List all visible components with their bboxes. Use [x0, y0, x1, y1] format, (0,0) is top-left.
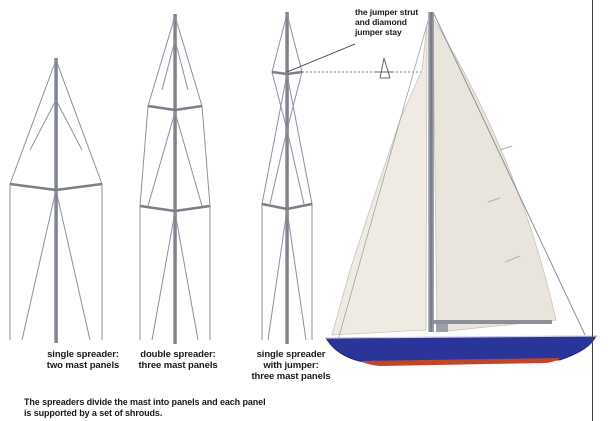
mast-single-spreader	[9, 58, 103, 343]
spreader-right-3	[286, 202, 313, 211]
mast-2	[173, 14, 177, 344]
upper-spreader-right	[174, 104, 203, 112]
mainsail	[331, 23, 428, 336]
jumper-diamond-icon	[375, 57, 393, 79]
label-line: and diamond	[355, 17, 407, 27]
label-single-jumper: single spreader with jumper: three mast …	[236, 349, 346, 382]
mast-double-spreader	[139, 14, 211, 344]
sailboat	[325, 12, 597, 366]
caption-line: The spreaders divide the mast into panel…	[24, 397, 266, 407]
caption-line: is supported by a set of shrouds.	[24, 408, 163, 418]
jumper-strut-left	[271, 70, 288, 76]
label-line: jumper stay	[355, 27, 402, 37]
label-line: the jumper strut	[355, 7, 419, 17]
label-single-spreader: single spreader: two mast panels	[28, 349, 138, 371]
lower-spreader-left	[139, 204, 176, 213]
right-border-rule	[592, 0, 593, 421]
jumper-strut-right	[286, 70, 303, 76]
label-line: double spreader:	[140, 349, 216, 360]
cap-shroud-left-1	[9, 59, 57, 185]
sailboat-mast	[428, 12, 434, 332]
label-line: three mast panels	[138, 360, 218, 371]
jumper-callout	[286, 43, 430, 79]
forestay	[433, 13, 586, 336]
label-line: two mast panels	[46, 360, 120, 371]
spreader-left-3	[261, 202, 288, 211]
lower-spreader-right	[174, 204, 211, 213]
label-double-spreader: double spreader: three mast panels	[123, 349, 233, 371]
upper-spreader-left	[147, 104, 176, 112]
label-line: single spreader	[256, 349, 326, 360]
boom	[432, 320, 552, 324]
spreader-right-1	[55, 182, 103, 192]
mast-single-jumper	[261, 12, 313, 344]
jib	[432, 16, 557, 333]
figure-caption: The spreaders divide the mast into panel…	[24, 397, 284, 419]
backstay	[337, 13, 431, 341]
boot-stripe	[360, 358, 560, 366]
spreader-left-1	[9, 182, 57, 192]
cap-shroud-right-1	[55, 59, 103, 185]
label-line: with jumper:	[263, 360, 319, 371]
label-jumper-strut: the jumper strut and diamond jumper stay	[355, 7, 435, 37]
mast-1	[54, 58, 58, 343]
label-line: single spreader:	[47, 349, 119, 360]
label-line: three mast panels	[251, 371, 331, 382]
mast-3	[285, 12, 289, 344]
